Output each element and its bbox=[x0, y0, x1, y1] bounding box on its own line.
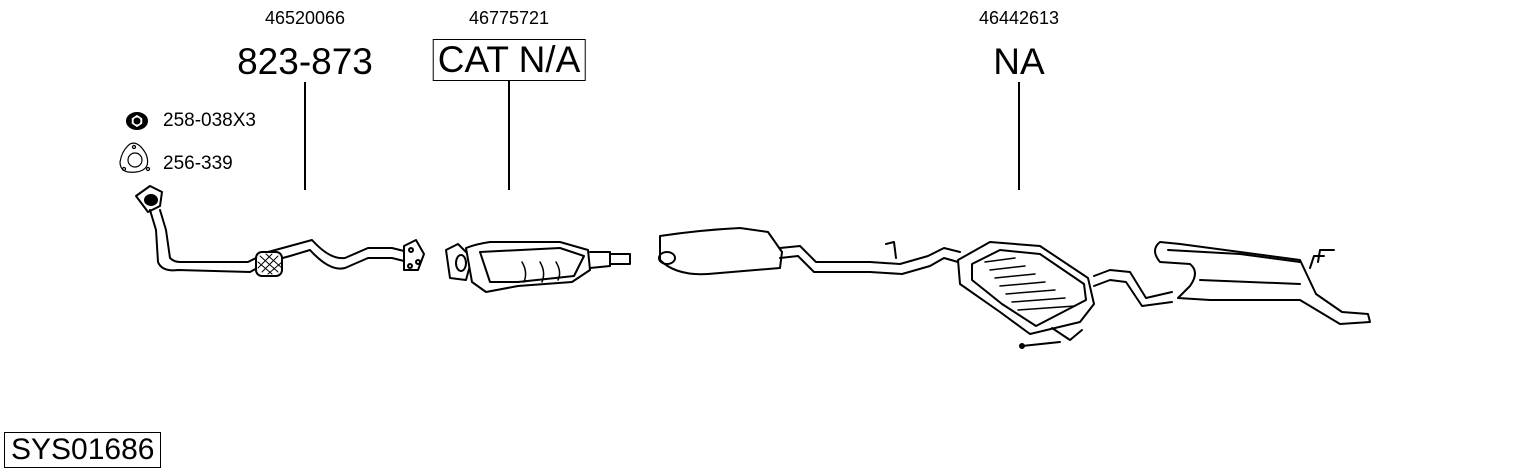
leader-line bbox=[1018, 82, 1020, 190]
leader-line bbox=[508, 81, 510, 190]
leader-line bbox=[304, 82, 306, 190]
part-number-boxed[interactable]: CAT N/A bbox=[432, 39, 586, 81]
centre-silencer-drawing bbox=[658, 227, 961, 276]
flange-nut-drawing bbox=[126, 112, 148, 130]
accessory-gasket-label[interactable]: 256-339 bbox=[163, 153, 233, 174]
rear-silencer-drawing bbox=[957, 241, 1371, 349]
system-code: SYS01686 bbox=[4, 432, 162, 468]
part-number[interactable]: NA bbox=[993, 41, 1045, 82]
catalytic-converter-drawing bbox=[445, 241, 631, 293]
accessory-nut-label[interactable]: 258-038X3 bbox=[163, 110, 256, 131]
part-number[interactable]: 823-873 bbox=[237, 41, 373, 82]
gasket-drawing bbox=[119, 142, 151, 173]
oem-number: 46775721 bbox=[468, 8, 550, 28]
front-pipe-drawing bbox=[135, 185, 425, 277]
oem-number: 46442613 bbox=[978, 8, 1060, 28]
oem-number: 46520066 bbox=[264, 8, 346, 28]
